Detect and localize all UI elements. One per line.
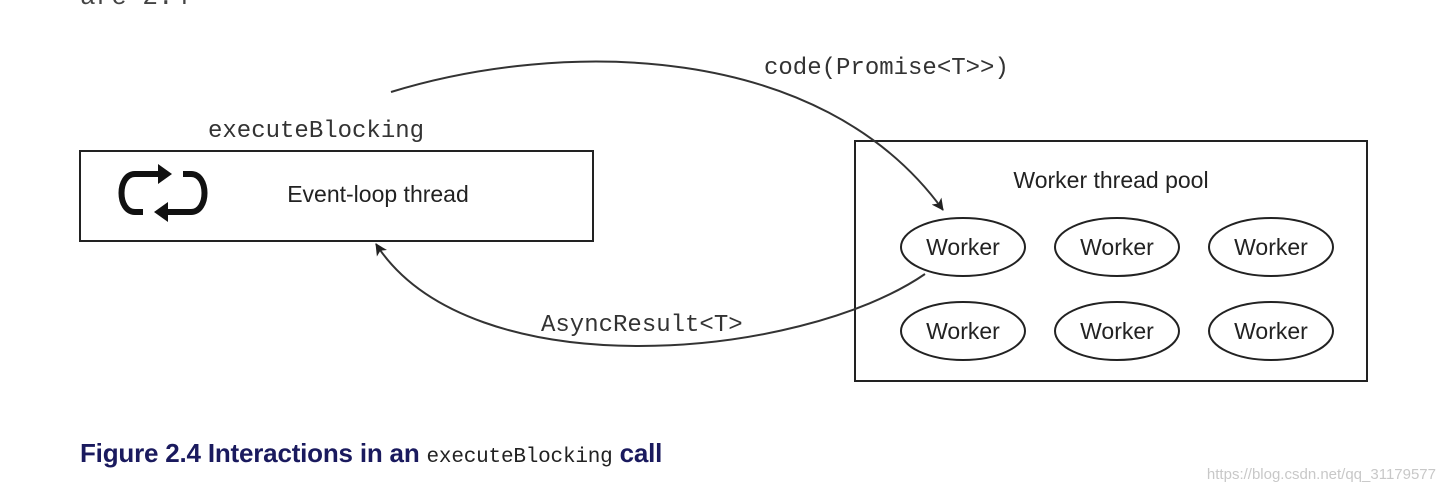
caption-suffix: call (619, 438, 663, 468)
async-result-label: AsyncResult<T> (541, 312, 743, 339)
dispatch-arrow (390, 60, 944, 211)
worker-ellipse: Worker (900, 301, 1026, 361)
worker-thread-pool-label: Worker thread pool (1013, 167, 1208, 193)
worker-ellipse: Worker (1054, 301, 1180, 361)
event-loop-thread-label: Event-loop thread (287, 181, 469, 207)
event-loop-thread-box: Event-loop thread (79, 150, 594, 242)
worker-label: Worker (926, 318, 1000, 344)
caption-code: executeBlocking (426, 446, 613, 469)
result-arrow (375, 243, 926, 347)
figure-caption: Figure 2.4 Interactions in an executeBlo… (80, 438, 662, 469)
worker-label: Worker (1234, 234, 1308, 260)
worker-ellipse: Worker (1054, 217, 1180, 277)
caption-prefix: Figure 2.4 Interactions in an (80, 438, 420, 468)
worker-label: Worker (926, 234, 1000, 260)
execute-blocking-label: executeBlocking (208, 118, 424, 145)
worker-label: Worker (1080, 234, 1154, 260)
worker-ellipse: Worker (1208, 301, 1334, 361)
watermark-text: https://blog.csdn.net/qq_31179577 (1206, 466, 1436, 483)
worker-ellipse: Worker (1208, 217, 1334, 277)
worker-label: Worker (1234, 318, 1308, 344)
code-promise-label: code(Promise<T>>) (764, 55, 1009, 82)
worker-ellipse: Worker (900, 217, 1026, 277)
worker-label: Worker (1080, 318, 1154, 344)
loop-arrows-icon (118, 164, 208, 222)
clipped-text-fragment: are 2.4 (80, 0, 189, 12)
